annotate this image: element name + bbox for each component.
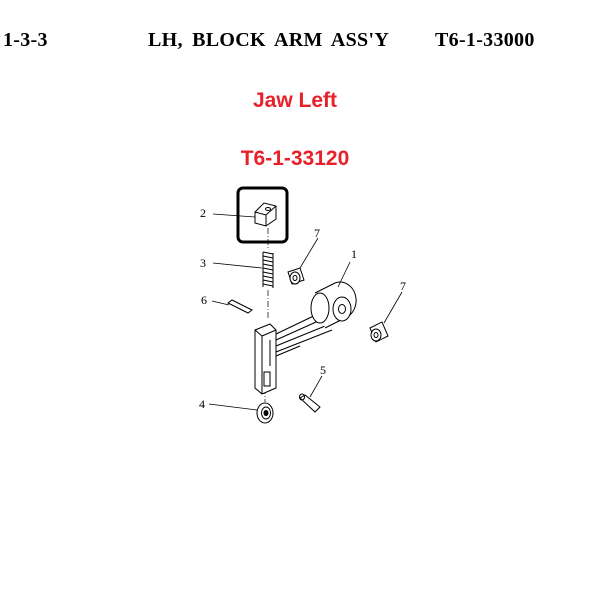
highlight-box bbox=[236, 186, 289, 244]
part-name-label: Jaw Left bbox=[252, 89, 338, 112]
callout-2: 2 bbox=[200, 206, 206, 220]
callout-6: 6 bbox=[201, 293, 207, 307]
callout-5: 5 bbox=[320, 363, 326, 377]
assembly-title: LH, BLOCK ARM ASS'Y bbox=[148, 29, 390, 51]
spring-part bbox=[262, 251, 274, 288]
callout-4: 4 bbox=[199, 397, 205, 411]
pin-part bbox=[227, 299, 253, 314]
shaft-pin-part bbox=[299, 393, 321, 413]
assembly-part-number: T6-1-33000 bbox=[435, 29, 535, 51]
callout-3: 3 bbox=[200, 256, 206, 270]
callout-1: 1 bbox=[351, 247, 357, 261]
part-code-label: T6-1-33120 bbox=[240, 147, 350, 170]
bushing-part-left bbox=[287, 267, 305, 285]
jaw-block-part bbox=[254, 202, 277, 227]
hub-part bbox=[310, 281, 357, 329]
bushing-part-right bbox=[369, 321, 389, 343]
roller-part bbox=[256, 402, 274, 424]
callout-7-right: 7 bbox=[400, 279, 406, 293]
arm-body-part bbox=[254, 323, 277, 395]
page-reference: 1-3-3 bbox=[3, 29, 48, 51]
callout-7-left: 7 bbox=[314, 226, 320, 240]
